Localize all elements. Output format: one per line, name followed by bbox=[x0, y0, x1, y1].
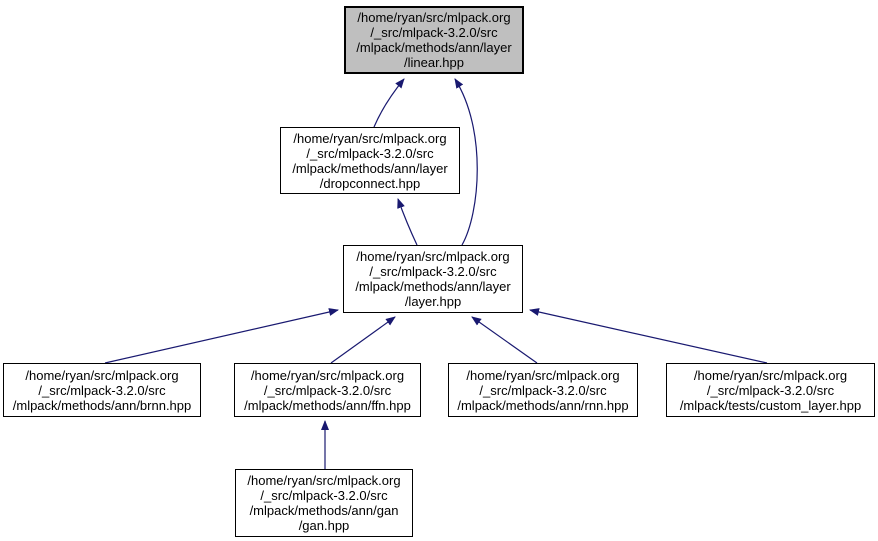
node-layer-line: /layer.hpp bbox=[404, 294, 462, 309]
node-layer-line: /mlpack/methods/ann/layer bbox=[355, 279, 511, 294]
node-ffn-line: /_src/mlpack-3.2.0/src bbox=[263, 382, 392, 398]
node-custom-layer-line: /_src/mlpack-3.2.0/src bbox=[706, 382, 835, 398]
edge-ffn-to-layer bbox=[330, 316, 396, 364]
node-brnn-line: /mlpack/methods/ann/brnn.hpp bbox=[12, 397, 192, 413]
node-ffn-line: /home/ryan/src/mlpack.org bbox=[250, 367, 405, 383]
edge-layer-to-linear bbox=[454, 78, 478, 246]
node-rnn-line: /mlpack/methods/ann/rnn.hpp bbox=[457, 397, 629, 413]
node-layer-hpp[interactable]: /home/ryan/src/mlpack.org /_src/mlpack-3… bbox=[343, 245, 523, 313]
node-brnn-line: /_src/mlpack-3.2.0/src bbox=[38, 382, 166, 398]
node-linear-line: /home/ryan/src/mlpack.org bbox=[357, 10, 511, 25]
node-brnn-line: /home/ryan/src/mlpack.org bbox=[25, 367, 179, 383]
node-rnn-hpp[interactable]: /home/ryan/src/mlpack.org /_src/mlpack-3… bbox=[448, 363, 638, 417]
node-dropconnect-line: /dropconnect.hpp bbox=[319, 175, 421, 191]
node-gan-line: /mlpack/methods/ann/gan bbox=[249, 503, 399, 518]
node-custom-layer-hpp[interactable]: /home/ryan/src/mlpack.org /_src/mlpack-3… bbox=[666, 363, 875, 417]
node-gan-line: /home/ryan/src/mlpack.org bbox=[247, 473, 401, 488]
node-linear-line: /_src/mlpack-3.2.0/src bbox=[370, 25, 498, 40]
node-dropconnect-hpp[interactable]: /home/ryan/src/mlpack.org /_src/mlpack-3… bbox=[280, 127, 460, 194]
node-linear-line: /mlpack/methods/ann/layer bbox=[356, 40, 512, 55]
edge-dropconnect-to-linear bbox=[373, 78, 405, 128]
node-rnn-line: /home/ryan/src/mlpack.org bbox=[466, 367, 620, 383]
node-dropconnect-line: /mlpack/methods/ann/layer bbox=[292, 160, 448, 176]
node-ffn-line: /mlpack/methods/ann/ffn.hpp bbox=[244, 397, 411, 413]
node-linear-line: /linear.hpp bbox=[404, 55, 464, 70]
node-rnn-line: /_src/mlpack-3.2.0/src bbox=[479, 382, 607, 398]
node-gan-line: /gan.hpp bbox=[298, 518, 350, 533]
edge-brnn-to-layer bbox=[104, 308, 339, 364]
edge-rnn-to-layer bbox=[471, 316, 538, 364]
node-brnn-hpp[interactable]: /home/ryan/src/mlpack.org /_src/mlpack-3… bbox=[3, 363, 201, 417]
node-gan-line: /_src/mlpack-3.2.0/src bbox=[260, 488, 388, 503]
node-layer-line: /_src/mlpack-3.2.0/src bbox=[369, 264, 497, 279]
node-ffn-hpp[interactable]: /home/ryan/src/mlpack.org /_src/mlpack-3… bbox=[234, 363, 421, 417]
node-custom-layer-line: /mlpack/tests/custom_layer.hpp bbox=[679, 397, 862, 413]
node-custom-layer-line: /home/ryan/src/mlpack.org bbox=[693, 367, 848, 383]
node-dropconnect-line: /_src/mlpack-3.2.0/src bbox=[306, 145, 434, 161]
node-gan-hpp[interactable]: /home/ryan/src/mlpack.org /_src/mlpack-3… bbox=[235, 469, 413, 537]
edge-custom-layer-to-layer bbox=[529, 308, 768, 364]
node-layer-line: /home/ryan/src/mlpack.org bbox=[356, 249, 510, 264]
edge-layer-to-dropconnect bbox=[397, 198, 418, 246]
node-dropconnect-line: /home/ryan/src/mlpack.org bbox=[293, 130, 447, 146]
node-linear-hpp[interactable]: /home/ryan/src/mlpack.org /_src/mlpack-3… bbox=[344, 6, 524, 74]
